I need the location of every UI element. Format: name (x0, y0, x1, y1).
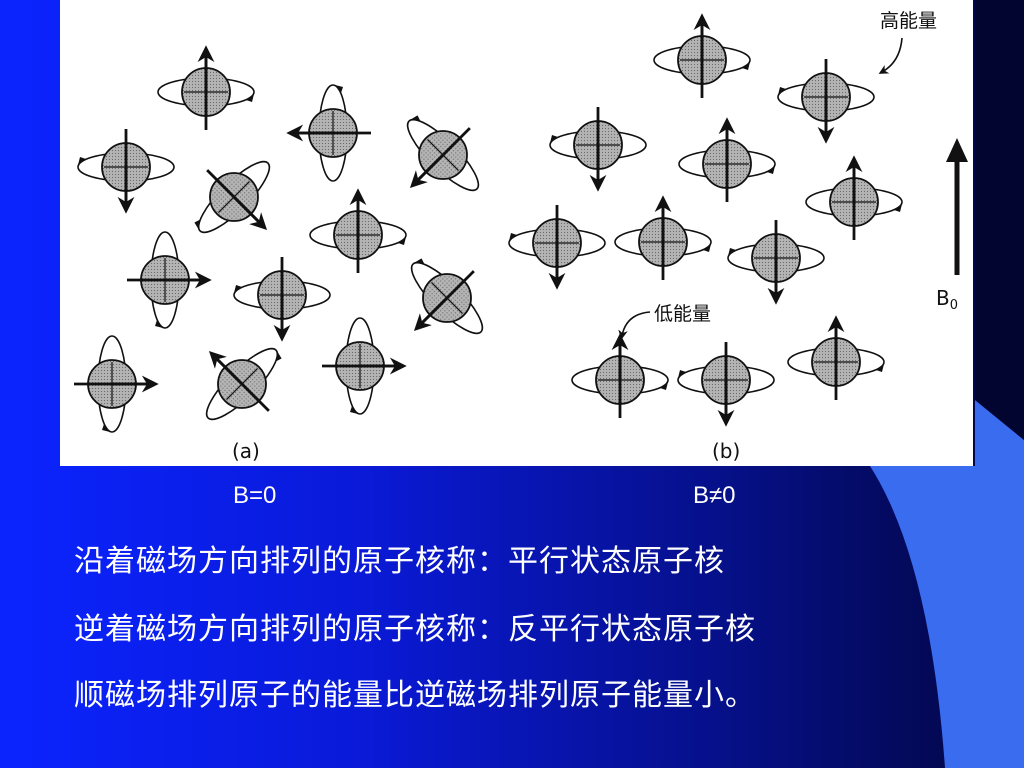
nucleus (156, 45, 256, 132)
panel-b-label: (b) (712, 439, 740, 463)
field-b0-arrow (946, 138, 968, 275)
high-energy-pointer-arrow (878, 37, 903, 74)
nucleus (178, 320, 305, 447)
caption-left: B=0 (233, 482, 277, 509)
nucleus (286, 83, 373, 183)
body-line-3: 顺磁场排列原子的能量比逆磁场排列原子能量小。 (74, 678, 756, 713)
caption-right: B≠0 (693, 482, 736, 509)
nuclear-spin-diagram: 高能量 低能量 B0 (a) (b) (72, 10, 968, 463)
nucleus (232, 255, 332, 342)
b0-label: B0 (936, 286, 958, 313)
nucleus (76, 127, 176, 214)
nucleus-high-energy (548, 105, 648, 192)
nucleus-low-energy (613, 195, 713, 282)
nucleus (383, 235, 510, 362)
nucleus (379, 92, 506, 219)
panel-a-label: (a) (232, 439, 260, 463)
high-energy-label: 高能量 (880, 10, 937, 32)
nucleus (171, 134, 298, 261)
group-b-aligned-spins (507, 13, 904, 427)
group-a-random-spins (72, 45, 510, 447)
figure-panel: 高能量 低能量 B0 (a) (b) (60, 0, 973, 466)
low-energy-label: 低能量 (654, 303, 711, 325)
nucleus-high-energy (726, 218, 826, 305)
nucleus (125, 230, 212, 330)
nucleus-low-energy (786, 315, 886, 402)
nucleus-high-energy (676, 340, 776, 427)
nucleus-high-energy (652, 13, 752, 100)
low-energy-pointer-arrow (618, 311, 651, 340)
nucleus-high-energy (776, 57, 876, 144)
nucleus (320, 316, 407, 416)
b0-label-main: B (936, 286, 950, 310)
decor-dark-band (975, 0, 1024, 440)
body-line-1: 沿着磁场方向排列的原子核称：平行状态原子核 (74, 544, 725, 579)
body-line-2: 逆着磁场方向排列的原子核称：反平行状态原子核 (74, 612, 756, 647)
decor-light-blue-wedge (870, 400, 1024, 768)
nucleus (72, 334, 159, 434)
nucleus-low-energy (677, 117, 777, 204)
b0-label-subscript: 0 (950, 298, 958, 313)
nucleus-low-energy (570, 333, 670, 420)
nucleus (308, 188, 408, 275)
nucleus-high-energy (507, 203, 607, 290)
nucleus-low-energy (804, 155, 904, 242)
